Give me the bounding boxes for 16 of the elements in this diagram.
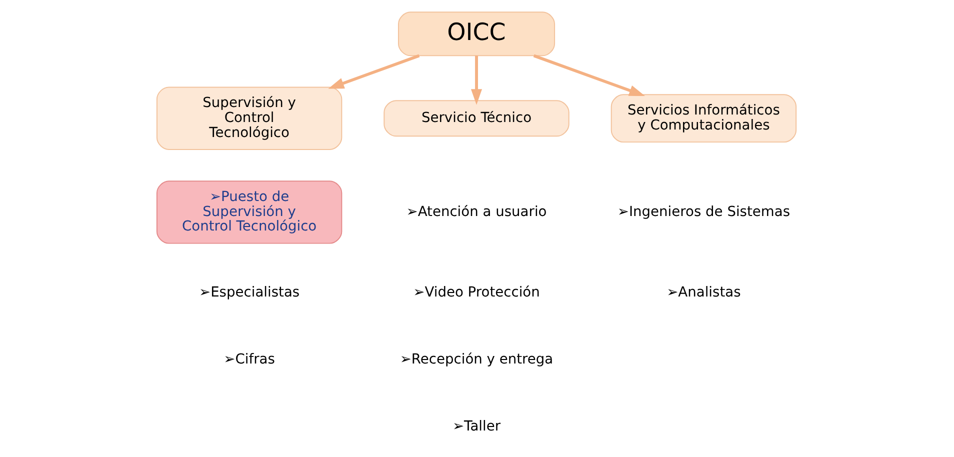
label: ➢Ingenieros de Sistemas xyxy=(616,204,790,220)
arrow xyxy=(470,56,482,105)
node-box: OICC xyxy=(397,12,555,56)
node-box: ➢Puesto de Supervisión y Control Tecnológico xyxy=(156,180,342,244)
arrow xyxy=(532,54,645,96)
node-box: Supervisión y Control Tecnológico xyxy=(156,86,342,150)
label: ➢Video Protección xyxy=(412,284,540,300)
label: ➢Recepción y entrega xyxy=(399,352,553,368)
label: ➢Especialistas xyxy=(198,284,300,300)
label: ➢Analistas xyxy=(666,284,740,300)
node-box: Servicio Técnico xyxy=(383,100,569,137)
arrow xyxy=(328,54,420,89)
label: ➢Cifras xyxy=(223,352,274,368)
node-box: Servicios Informáticos y Computacionales xyxy=(610,94,796,143)
label: ➢Atención a usuario xyxy=(406,204,546,220)
label: ➢Taller xyxy=(452,418,500,435)
